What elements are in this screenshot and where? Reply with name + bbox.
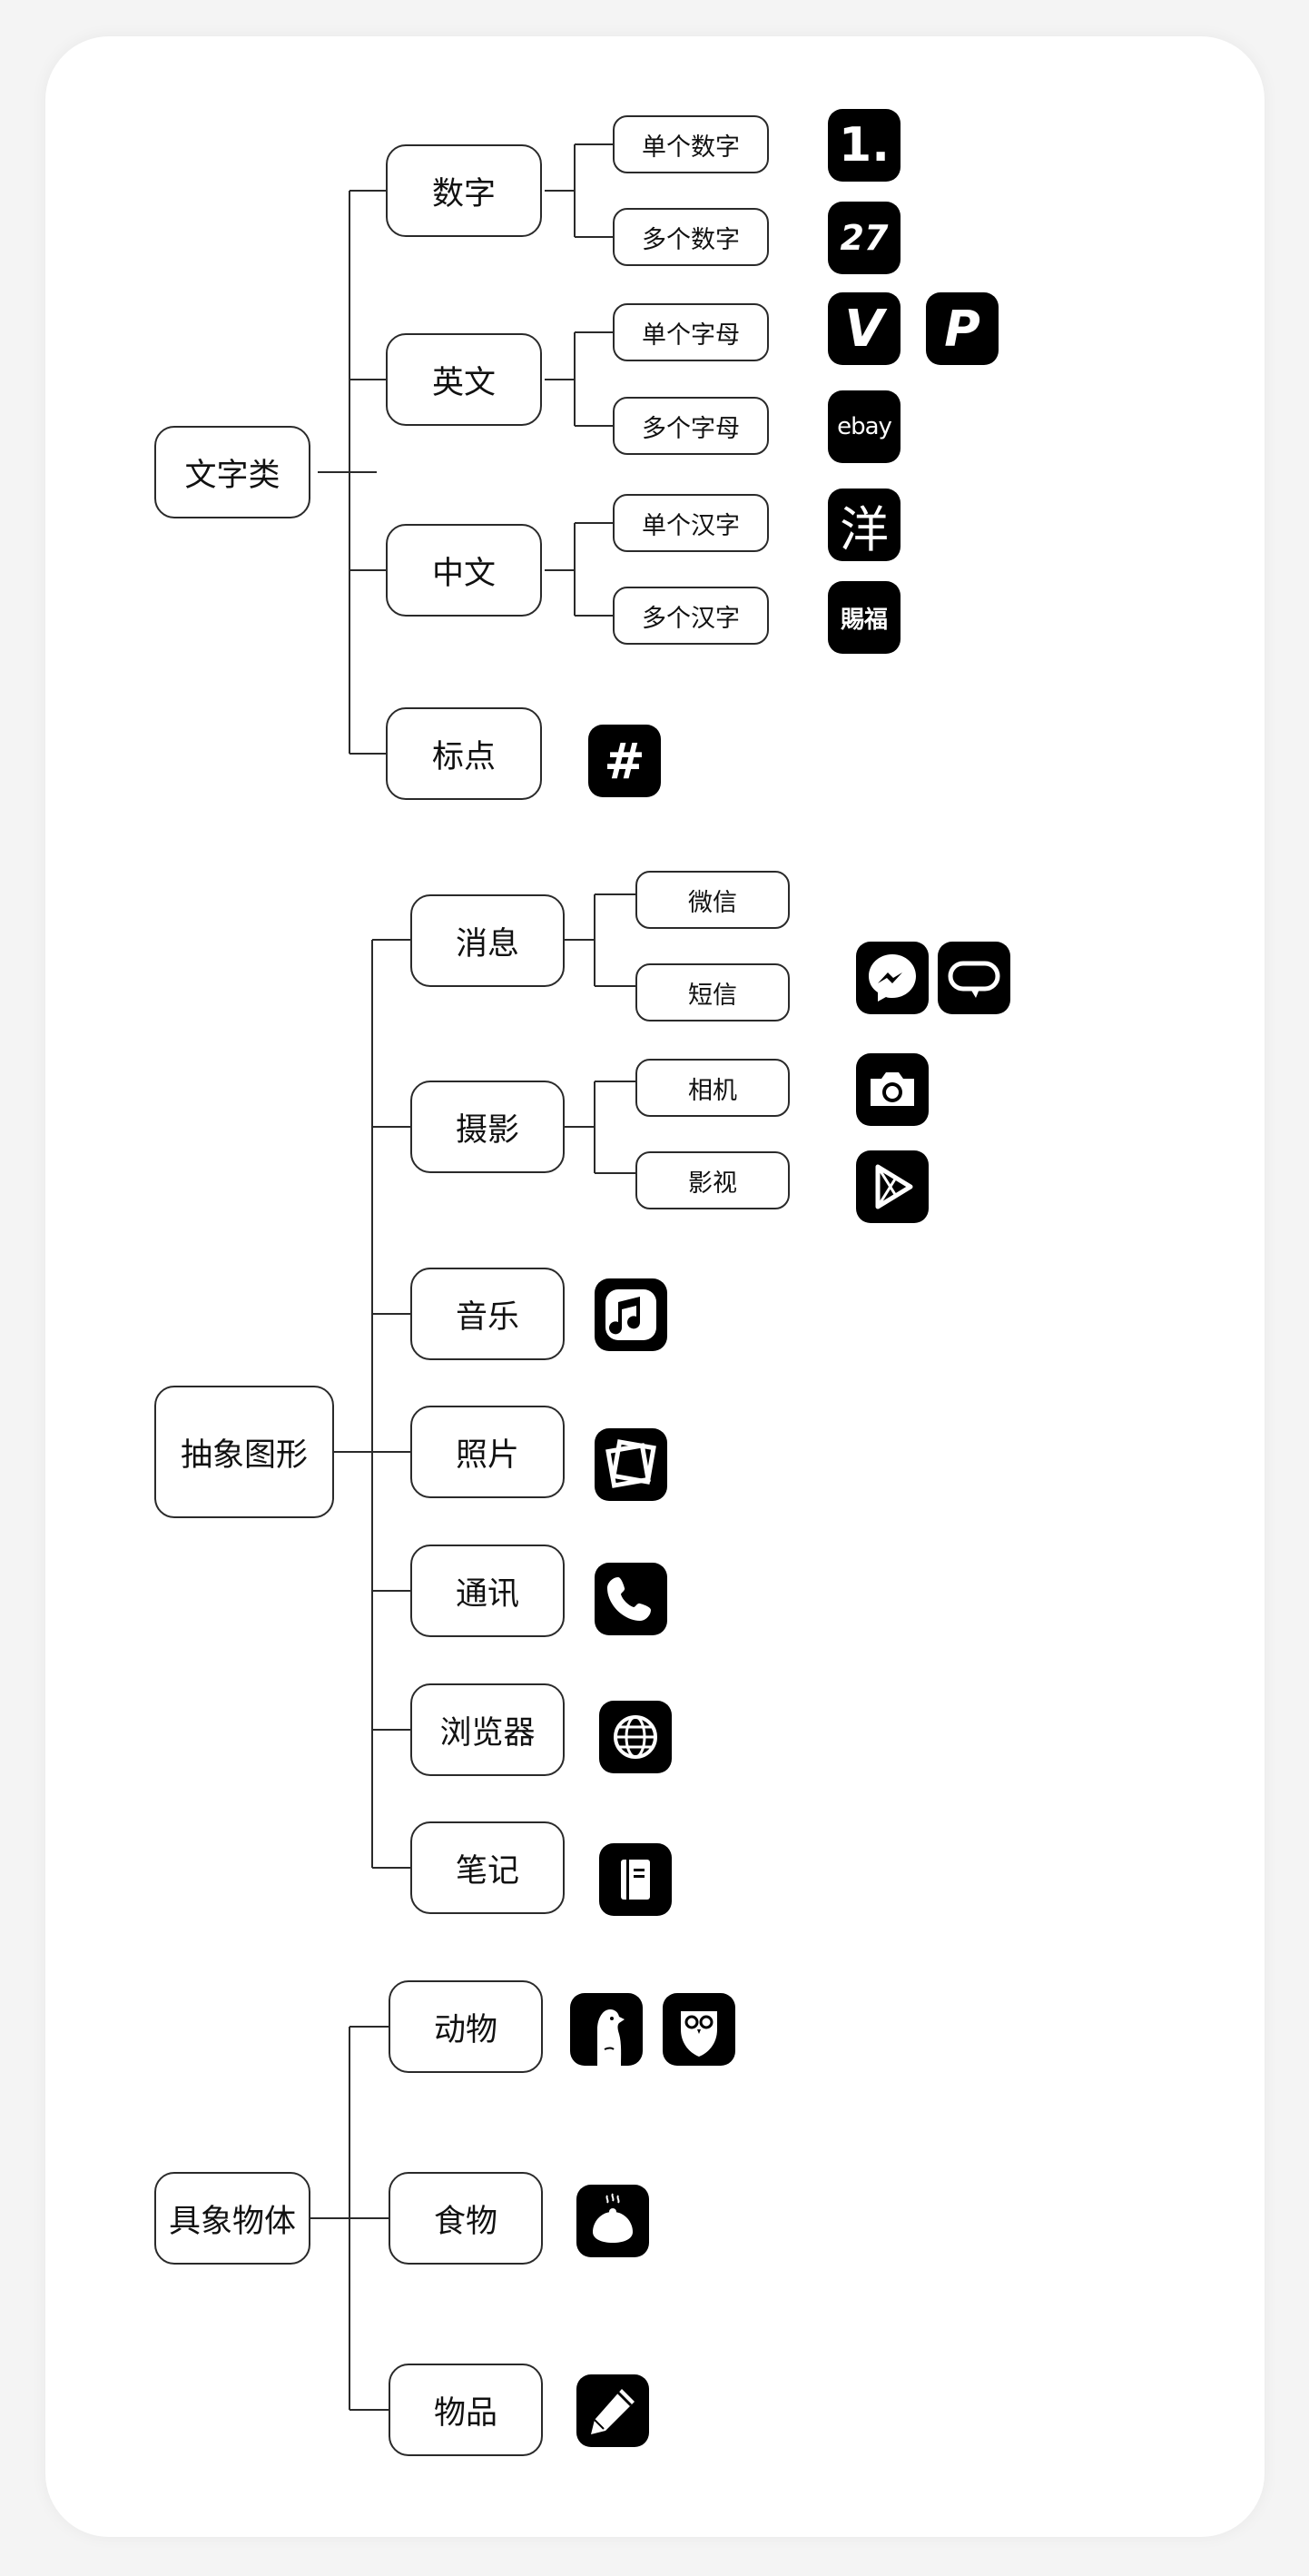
node-sms: 短信 (635, 963, 790, 1022)
cifu-characters-icon: 賜福 (828, 581, 901, 654)
music-note-icon (595, 1278, 667, 1351)
node-notes: 笔记 (410, 1821, 565, 1914)
node-english: 英文 (386, 333, 542, 426)
root-concrete-category: 具象物体 (154, 2172, 310, 2265)
camera-icon (856, 1053, 929, 1126)
node-chinese: 中文 (386, 524, 542, 617)
notebook-icon (599, 1843, 672, 1916)
speech-bubble-icon (938, 942, 1010, 1014)
node-multi-hanzi: 多个汉字 (613, 587, 769, 645)
node-photography: 摄影 (410, 1081, 565, 1173)
node-multi-number: 多个数字 (613, 208, 769, 266)
node-numbers: 数字 (386, 144, 542, 237)
node-video: 影视 (635, 1151, 790, 1209)
dumpling-icon (576, 2185, 649, 2257)
node-single-number: 单个数字 (613, 115, 769, 173)
hash-icon: # (588, 725, 661, 797)
root-text-category: 文字类 (154, 426, 310, 518)
node-phone: 通讯 (410, 1545, 565, 1637)
node-animals: 动物 (389, 1980, 543, 2073)
node-message: 消息 (410, 894, 565, 987)
node-photos: 照片 (410, 1406, 565, 1498)
node-browser: 浏览器 (410, 1683, 565, 1776)
node-camera: 相机 (635, 1059, 790, 1117)
root-abstract-category: 抽象图形 (154, 1386, 334, 1518)
node-items: 物品 (389, 2364, 543, 2456)
yang-character-icon: 洋 (828, 489, 901, 561)
node-wechat: 微信 (635, 871, 790, 929)
photos-icon (595, 1428, 667, 1501)
node-music: 音乐 (410, 1268, 565, 1360)
node-punctuation: 标点 (386, 707, 542, 800)
node-food: 食物 (389, 2172, 543, 2265)
messenger-icon (856, 942, 929, 1014)
number-one-icon: 1. (828, 109, 901, 182)
venmo-v-icon: V (828, 292, 901, 365)
number-27-icon: 27 (828, 202, 901, 274)
play-icon (856, 1150, 929, 1223)
phone-icon (595, 1563, 667, 1635)
paypal-p-icon: P (926, 292, 999, 365)
owl-icon (663, 1993, 735, 2066)
ebay-icon: ebay (828, 390, 901, 463)
node-single-letter: 单个字母 (613, 303, 769, 361)
meerkat-icon (570, 1993, 643, 2066)
globe-icon (599, 1701, 672, 1773)
node-multi-letter: 多个字母 (613, 397, 769, 455)
node-single-hanzi: 单个汉字 (613, 494, 769, 552)
pencil-icon (576, 2374, 649, 2447)
